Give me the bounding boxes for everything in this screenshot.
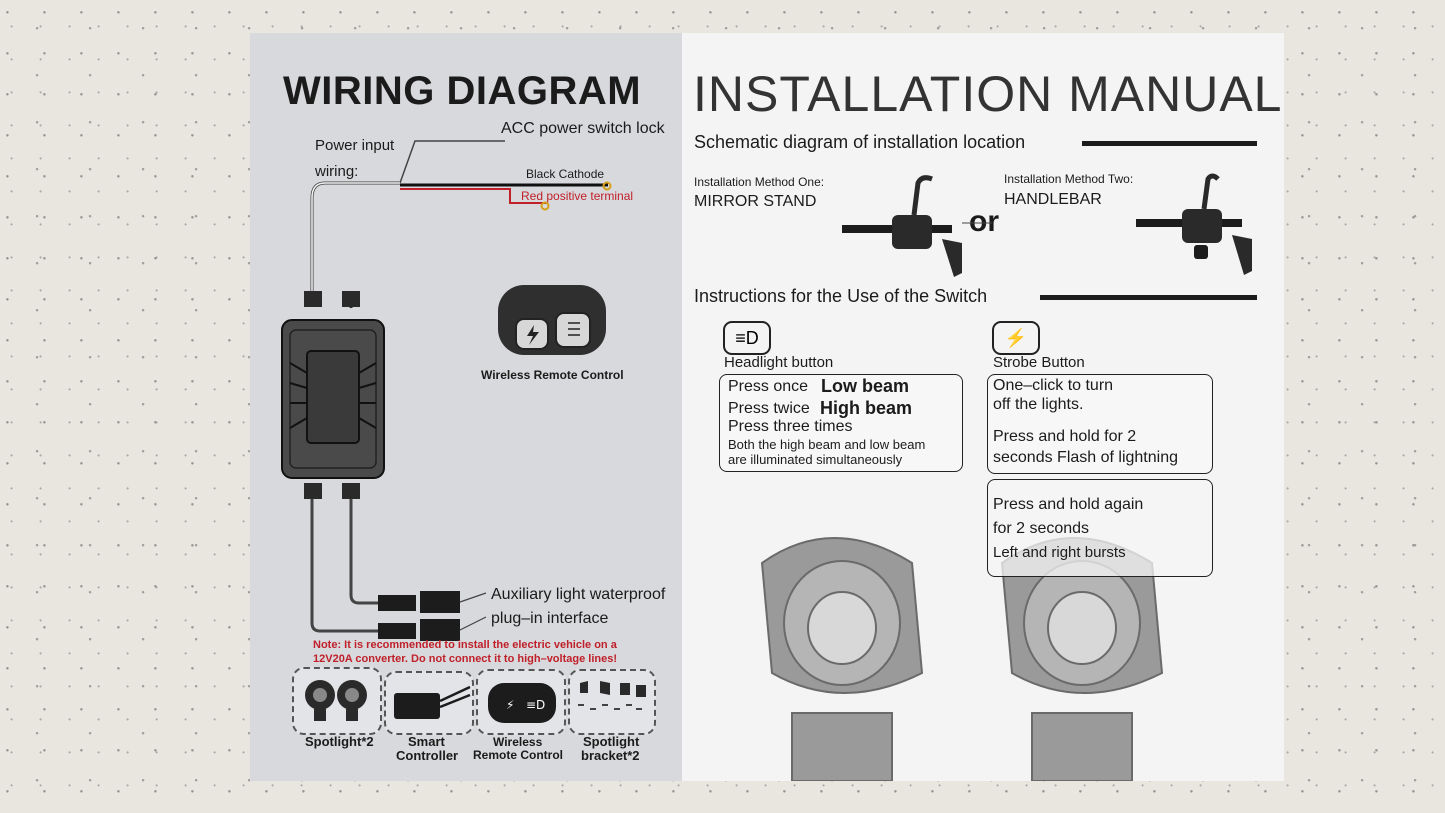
lightning-icon: ⚡ [992, 321, 1040, 355]
accessory-label-remote: Remote Control [473, 748, 563, 762]
both-beams: Both the high beam and low beam [728, 437, 926, 452]
method-one: MIRROR STAND [694, 193, 817, 210]
aux-label: Auxiliary light waterproof [491, 586, 666, 603]
instructions-heading: Instructions for the Use of the Switch [694, 286, 988, 306]
remote-label: Wireless Remote Control [481, 368, 624, 382]
method-one-label: Installation Method One: [694, 175, 825, 189]
or-label: or [969, 205, 999, 238]
one-click: One–click to turn [993, 377, 1114, 394]
flash-lightning: seconds Flash of lightning [993, 449, 1178, 466]
aux-label-2: plug–in interface [491, 610, 609, 627]
headlight-icon: ≡D [723, 321, 771, 355]
burst-box: Press and hold again for 2 seconds Left … [987, 479, 1213, 577]
wiring-panel: WIRING DIAGRAM Power input wiring: ACC p… [250, 33, 682, 781]
schematic-heading: Schematic diagram of installation locati… [694, 132, 1026, 152]
accessory-label-wireless: Wireless [493, 735, 543, 749]
low-beam: Low beam [821, 376, 910, 396]
left-right-bursts: Left and right bursts [993, 544, 1126, 561]
power-input-label: Power input [315, 137, 395, 154]
controller-icon [394, 685, 471, 719]
press-hold-2: Press and hold for 2 [993, 428, 1137, 445]
high-beam: High beam [820, 398, 913, 418]
headlight-box: Press once Low beam Press twice High bea… [719, 374, 963, 472]
svg-text:≡D: ≡D [526, 698, 545, 712]
method-two-label: Installation Method Two: [1004, 172, 1134, 186]
instructions-rule [1040, 295, 1257, 300]
red-positive-label: Red positive terminal [521, 189, 634, 203]
installation-panel: INSTALLATION MANUAL Schematic diagram of… [682, 33, 1284, 781]
schematic-rule [1082, 141, 1257, 146]
press-once: Press once [728, 378, 809, 395]
bracket-icon [578, 681, 646, 710]
press-twice: Press twice [728, 400, 810, 417]
press-hold-again: Press and hold again [993, 496, 1144, 513]
acc-label: ACC power switch lock [501, 120, 665, 137]
accessory-remote: ⚡ ≡D [476, 669, 566, 735]
accessory-spotlight [292, 667, 382, 735]
strobe-button-label: Strobe Button [993, 354, 1085, 371]
installation-title: INSTALLATION MANUAL [693, 66, 1283, 122]
strobe-box: One–click to turn off the lights. Press … [987, 374, 1213, 474]
for-2-seconds: for 2 seconds [993, 520, 1090, 537]
spotlight-icon [305, 680, 367, 721]
accessory-controller [384, 671, 474, 735]
method-two: HANDLEBAR [1004, 191, 1102, 208]
wiring-title: WIRING DIAGRAM [283, 69, 642, 113]
manual-sheet: WIRING DIAGRAM Power input wiring: ACC p… [250, 33, 1284, 781]
svg-text:⚡: ⚡ [506, 698, 514, 712]
black-cathode-label: Black Cathode [526, 167, 605, 181]
simultaneous: are illuminated simultaneously [728, 452, 903, 467]
accessory-label-bracket: bracket*2 [581, 748, 640, 763]
mirror-mount-illustration [842, 175, 992, 277]
press-three-times: Press three times [728, 418, 853, 435]
accessory-label-spotlight: Spotlight*2 [305, 734, 374, 749]
headlight-button-label: Headlight button [724, 354, 834, 371]
remote-control-icon [498, 285, 606, 355]
accessory-label-smart: Smart [408, 734, 445, 749]
accessory-label-spotlight2: Spotlight [583, 734, 640, 749]
wiring-drawing [281, 140, 612, 641]
remote-small-icon: ⚡ ≡D [488, 683, 556, 723]
accessory-label-controller: Controller [396, 748, 459, 763]
note-line-1: Note: It is recommended to install the e… [313, 639, 617, 651]
accessory-bracket [568, 669, 656, 735]
power-input-label-2: wiring: [315, 163, 359, 180]
off-lights: off the lights. [993, 396, 1084, 413]
handlebar-mount-illustration [1136, 173, 1252, 275]
note-line-2: 12V20A converter. Do not connect it to h… [313, 653, 617, 665]
